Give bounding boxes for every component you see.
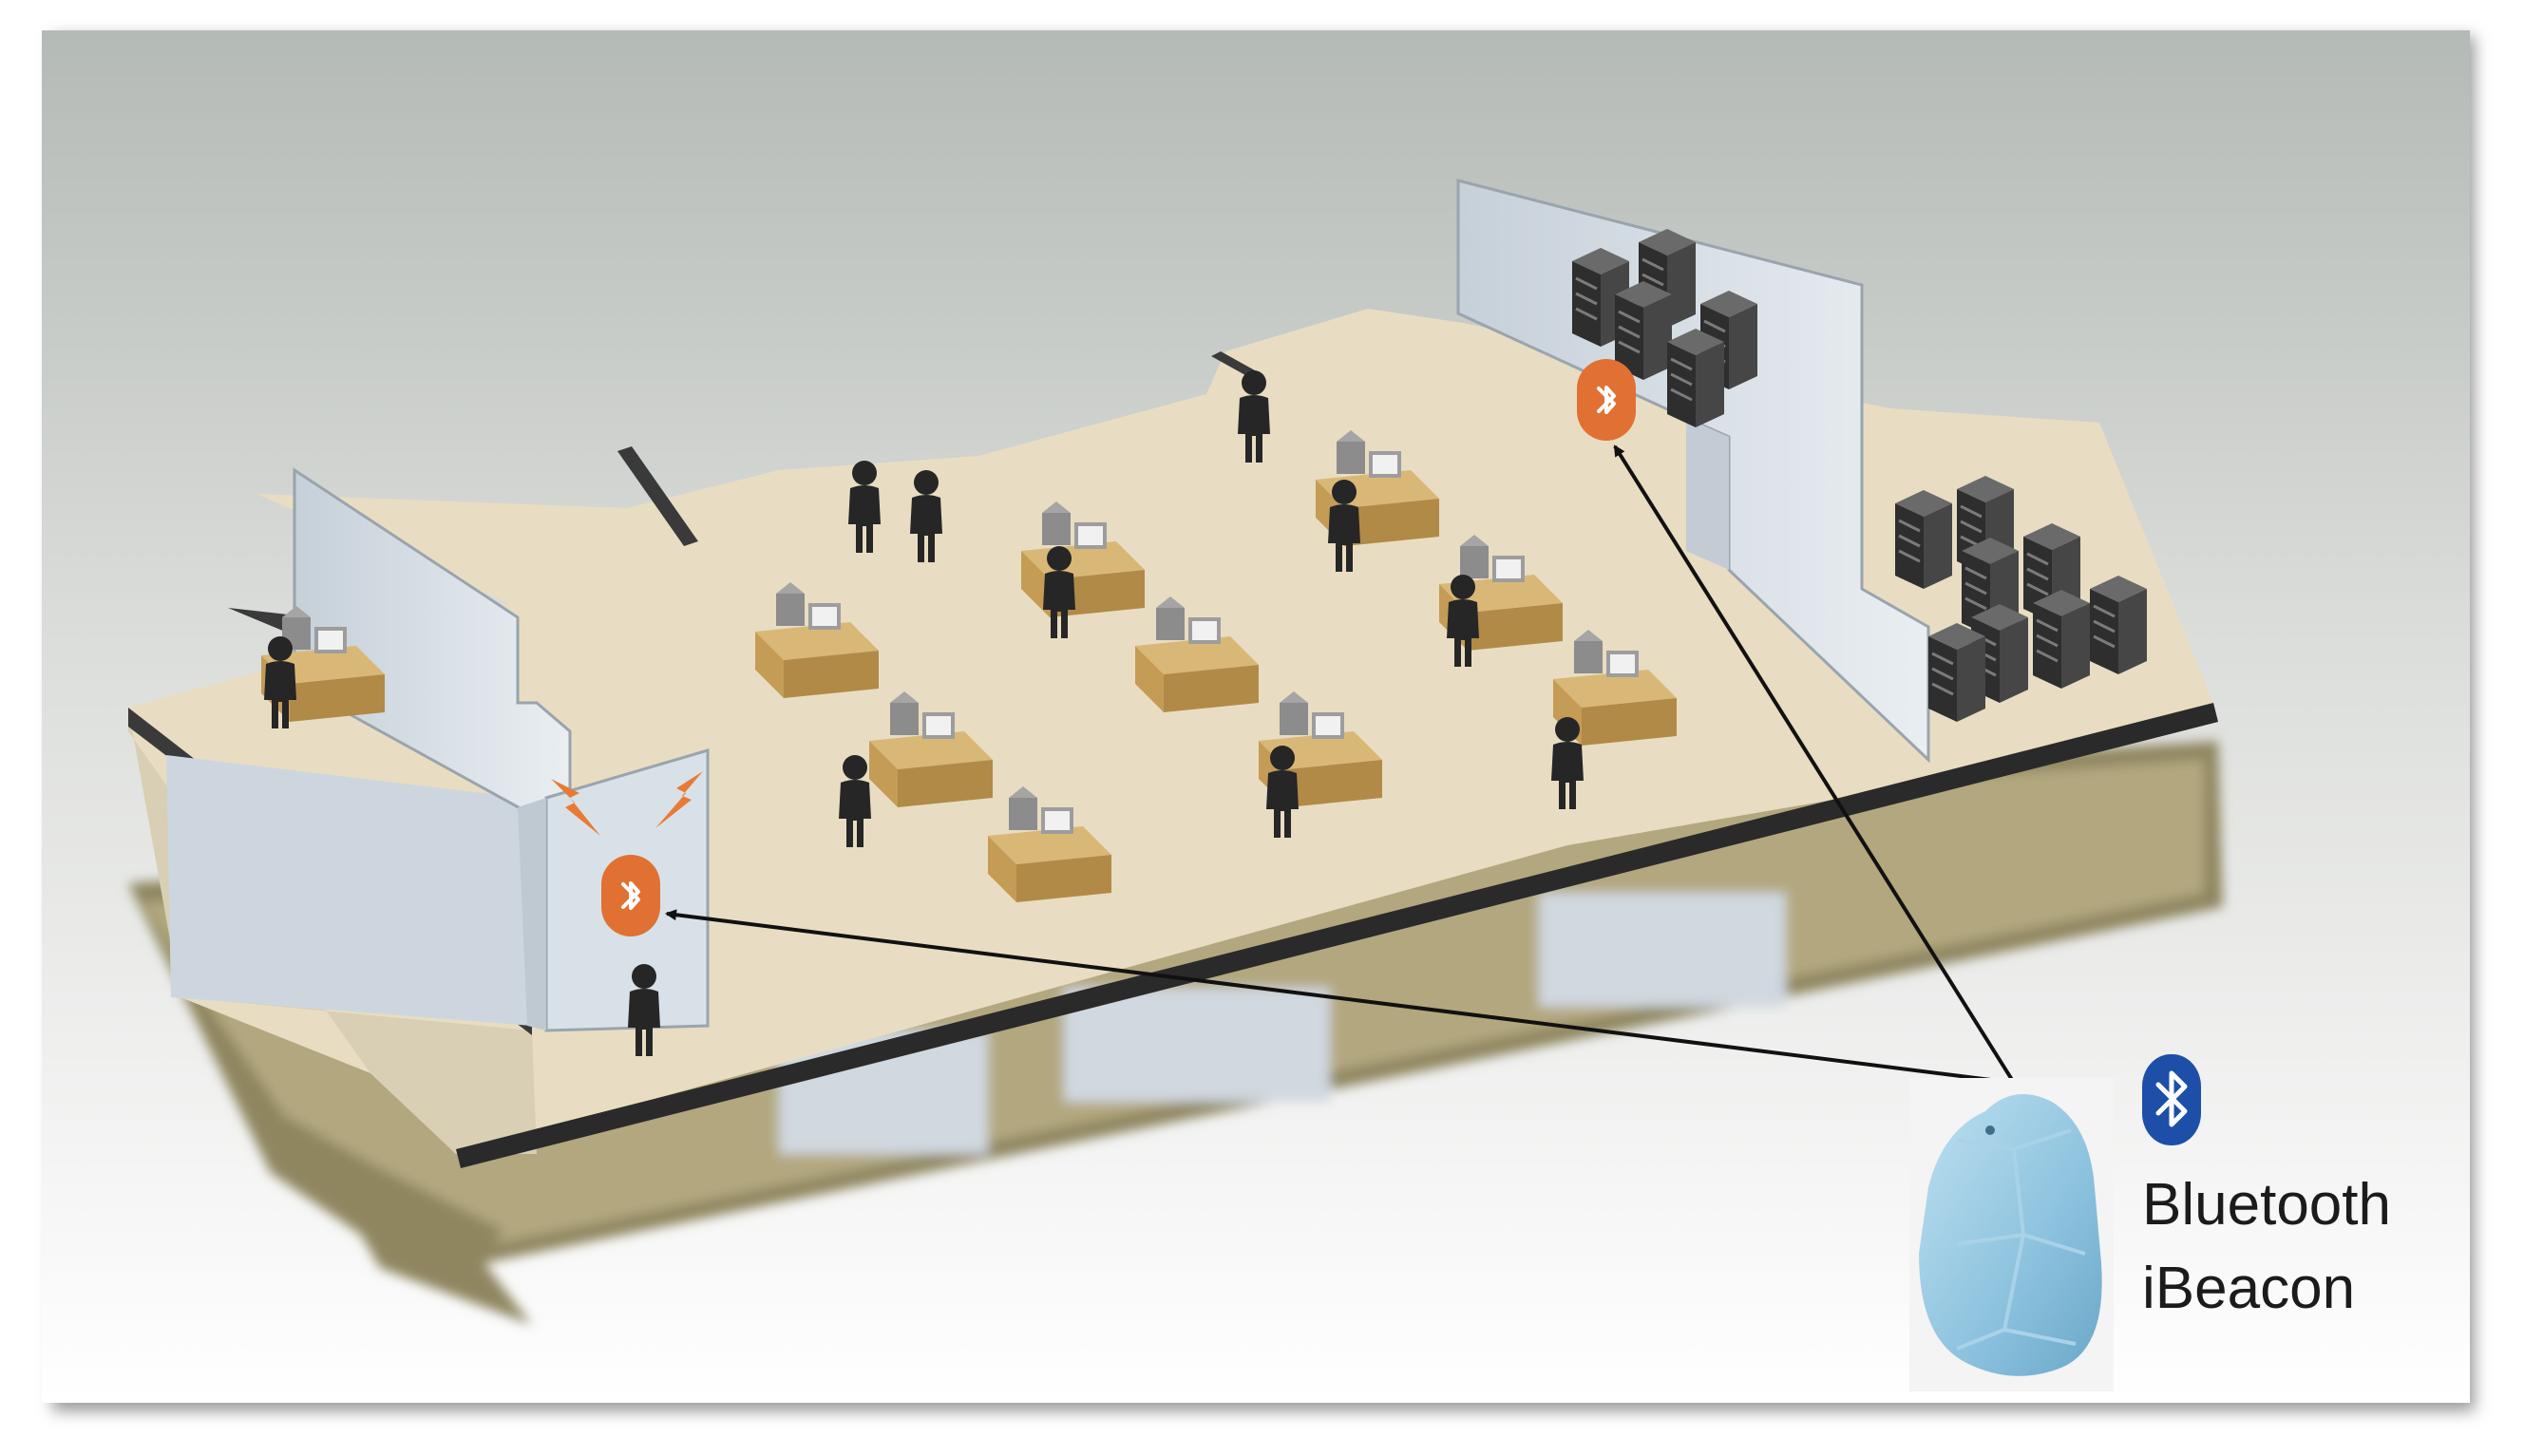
server-rack-icon [1926, 621, 1987, 724]
arrow-to-left-beacon [665, 909, 2015, 1085]
beacon-marker-left [601, 855, 660, 936]
server-rack-icon [2031, 588, 2092, 690]
server-rack-icon [2088, 574, 2149, 676]
signal-arrows [665, 444, 2016, 1085]
beacon-marker-right [1577, 359, 1636, 441]
server-rack-icon [1893, 488, 1954, 591]
ibeacon-caption: Bluetooth iBeacon [2142, 1163, 2391, 1331]
caption-line-1: Bluetooth [2142, 1172, 2391, 1238]
caption-line-2: iBeacon [2142, 1256, 2356, 1321]
server-rack-icon [1665, 327, 1726, 429]
ibeacon-device-icon [1909, 1078, 2114, 1391]
signal-bolt-icon [551, 779, 600, 836]
bluetooth-icon [2155, 1070, 2188, 1127]
signal-bolts [551, 771, 703, 836]
bluetooth-badge [2142, 1054, 2201, 1145]
arrow-to-right-beacon [1613, 444, 2016, 1085]
